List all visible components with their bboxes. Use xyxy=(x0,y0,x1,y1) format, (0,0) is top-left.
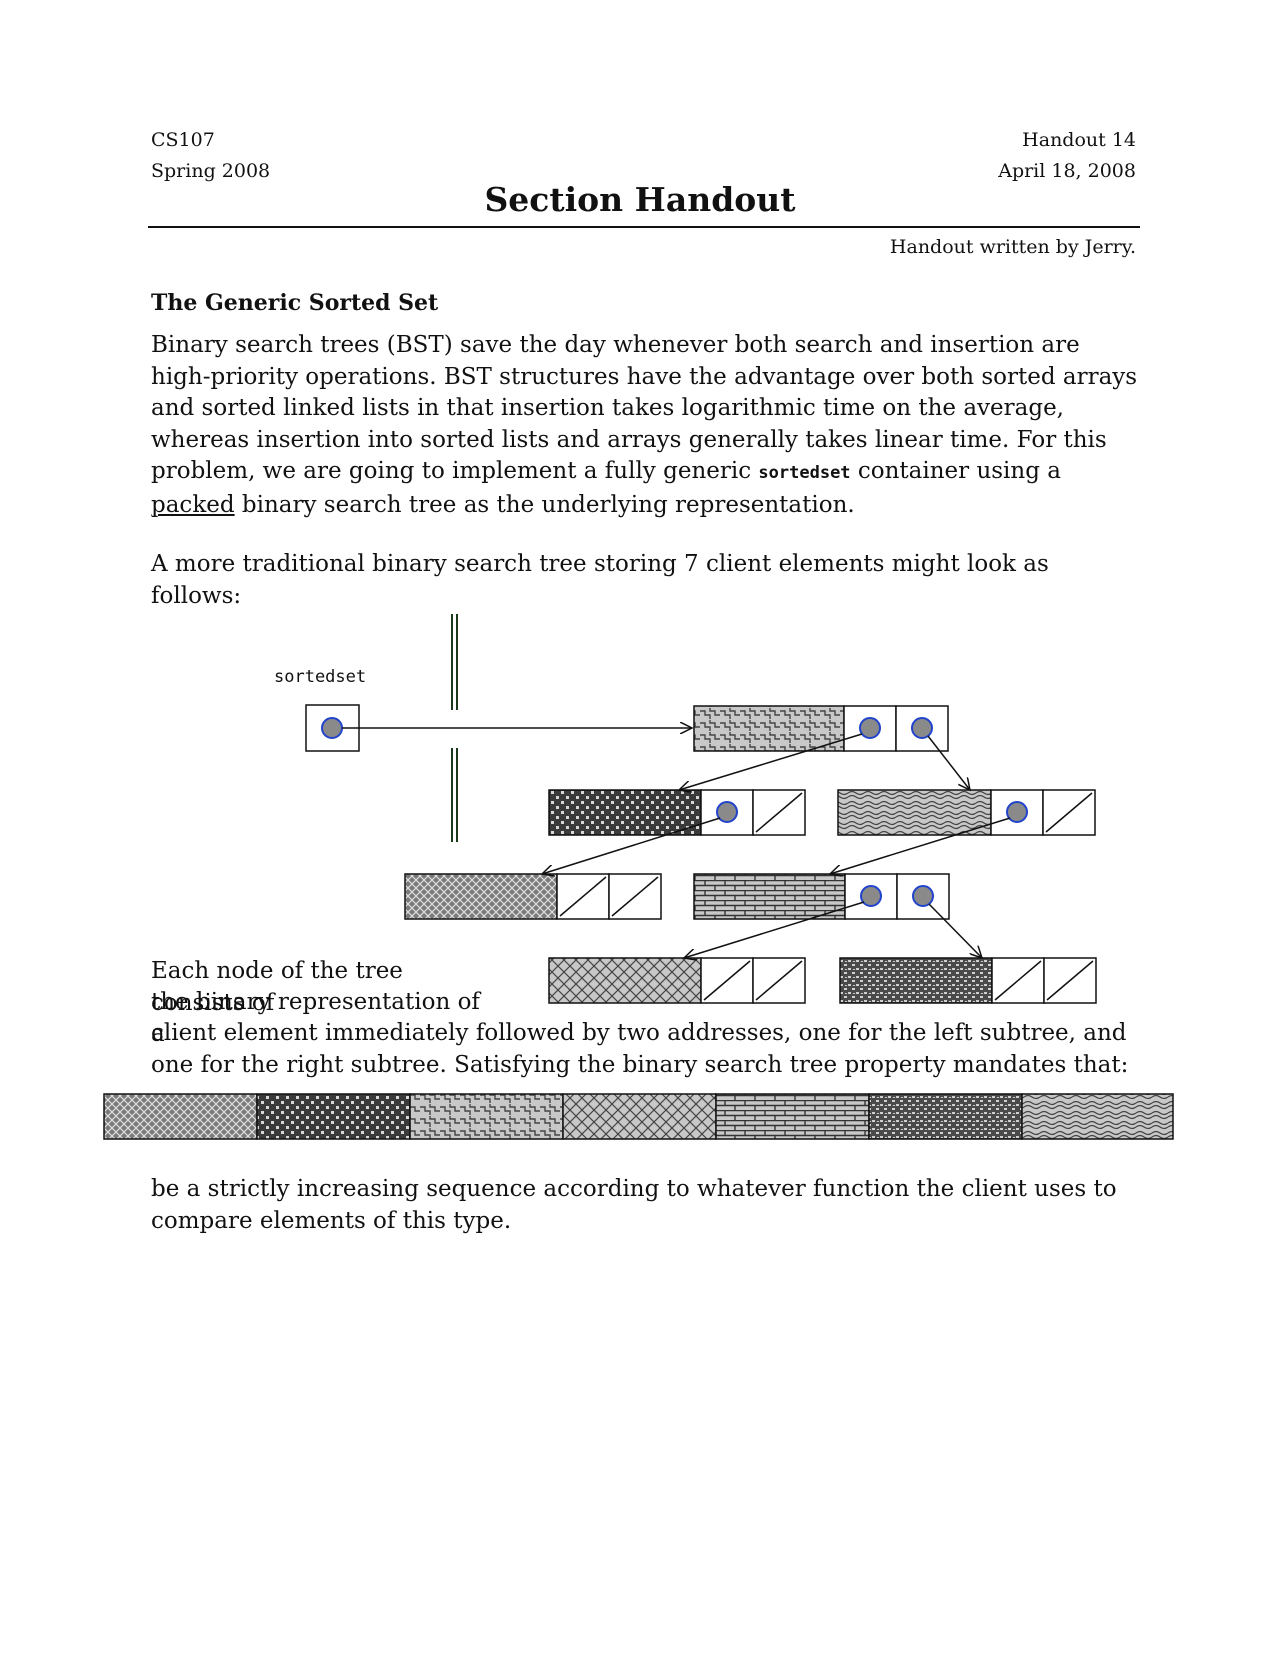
paragraph-node-rest: client element immediately followed by t… xyxy=(151,1020,1129,1078)
intro-text-b: container using a xyxy=(850,458,1061,484)
byline: Handout written by Jerry. xyxy=(889,236,1136,258)
tree-node-right-left xyxy=(693,873,950,920)
section-heading: The Generic Sorted Set xyxy=(151,290,439,316)
inline-code-sortedset: sortedset xyxy=(758,463,851,483)
tree-node-right xyxy=(837,789,1096,836)
tree-node-right-left-right xyxy=(839,957,1097,1004)
tree-node-right-left-left xyxy=(548,957,806,1004)
paragraph-example: A more traditional binary search tree st… xyxy=(151,551,1049,609)
intro-text-c: binary search tree as the underlying rep… xyxy=(234,491,855,518)
tree-node-left xyxy=(548,789,806,836)
underlined-packed: packed xyxy=(151,491,235,518)
tree-node-root xyxy=(693,705,949,752)
handout-number: Handout 14 xyxy=(1022,129,1136,151)
sortedset-variable-label: sortedset xyxy=(274,667,366,687)
page-title: Section Handout xyxy=(484,180,796,219)
title-rule xyxy=(148,226,1140,228)
tree-node-left-left xyxy=(404,873,662,920)
paragraph-node-line2: the binary representation of a xyxy=(151,989,480,1047)
term: Spring 2008 xyxy=(151,160,271,182)
course-code: CS107 xyxy=(151,129,215,151)
handout-date: April 18, 2008 xyxy=(998,160,1136,182)
tree-pointer-arrows xyxy=(342,728,1011,958)
sorted-sequence-strip xyxy=(103,1093,1174,1140)
paragraph-conclusion: be a strictly increasing sequence accord… xyxy=(151,1176,1117,1234)
intro-text-a: Binary search trees (BST) save the day w… xyxy=(151,332,1138,484)
stack-heap-divider xyxy=(451,614,458,842)
paragraph-node-line1: Each node of the tree consists of xyxy=(151,958,403,1016)
paragraph-intro: Binary search trees (BST) save the day w… xyxy=(151,330,1141,521)
